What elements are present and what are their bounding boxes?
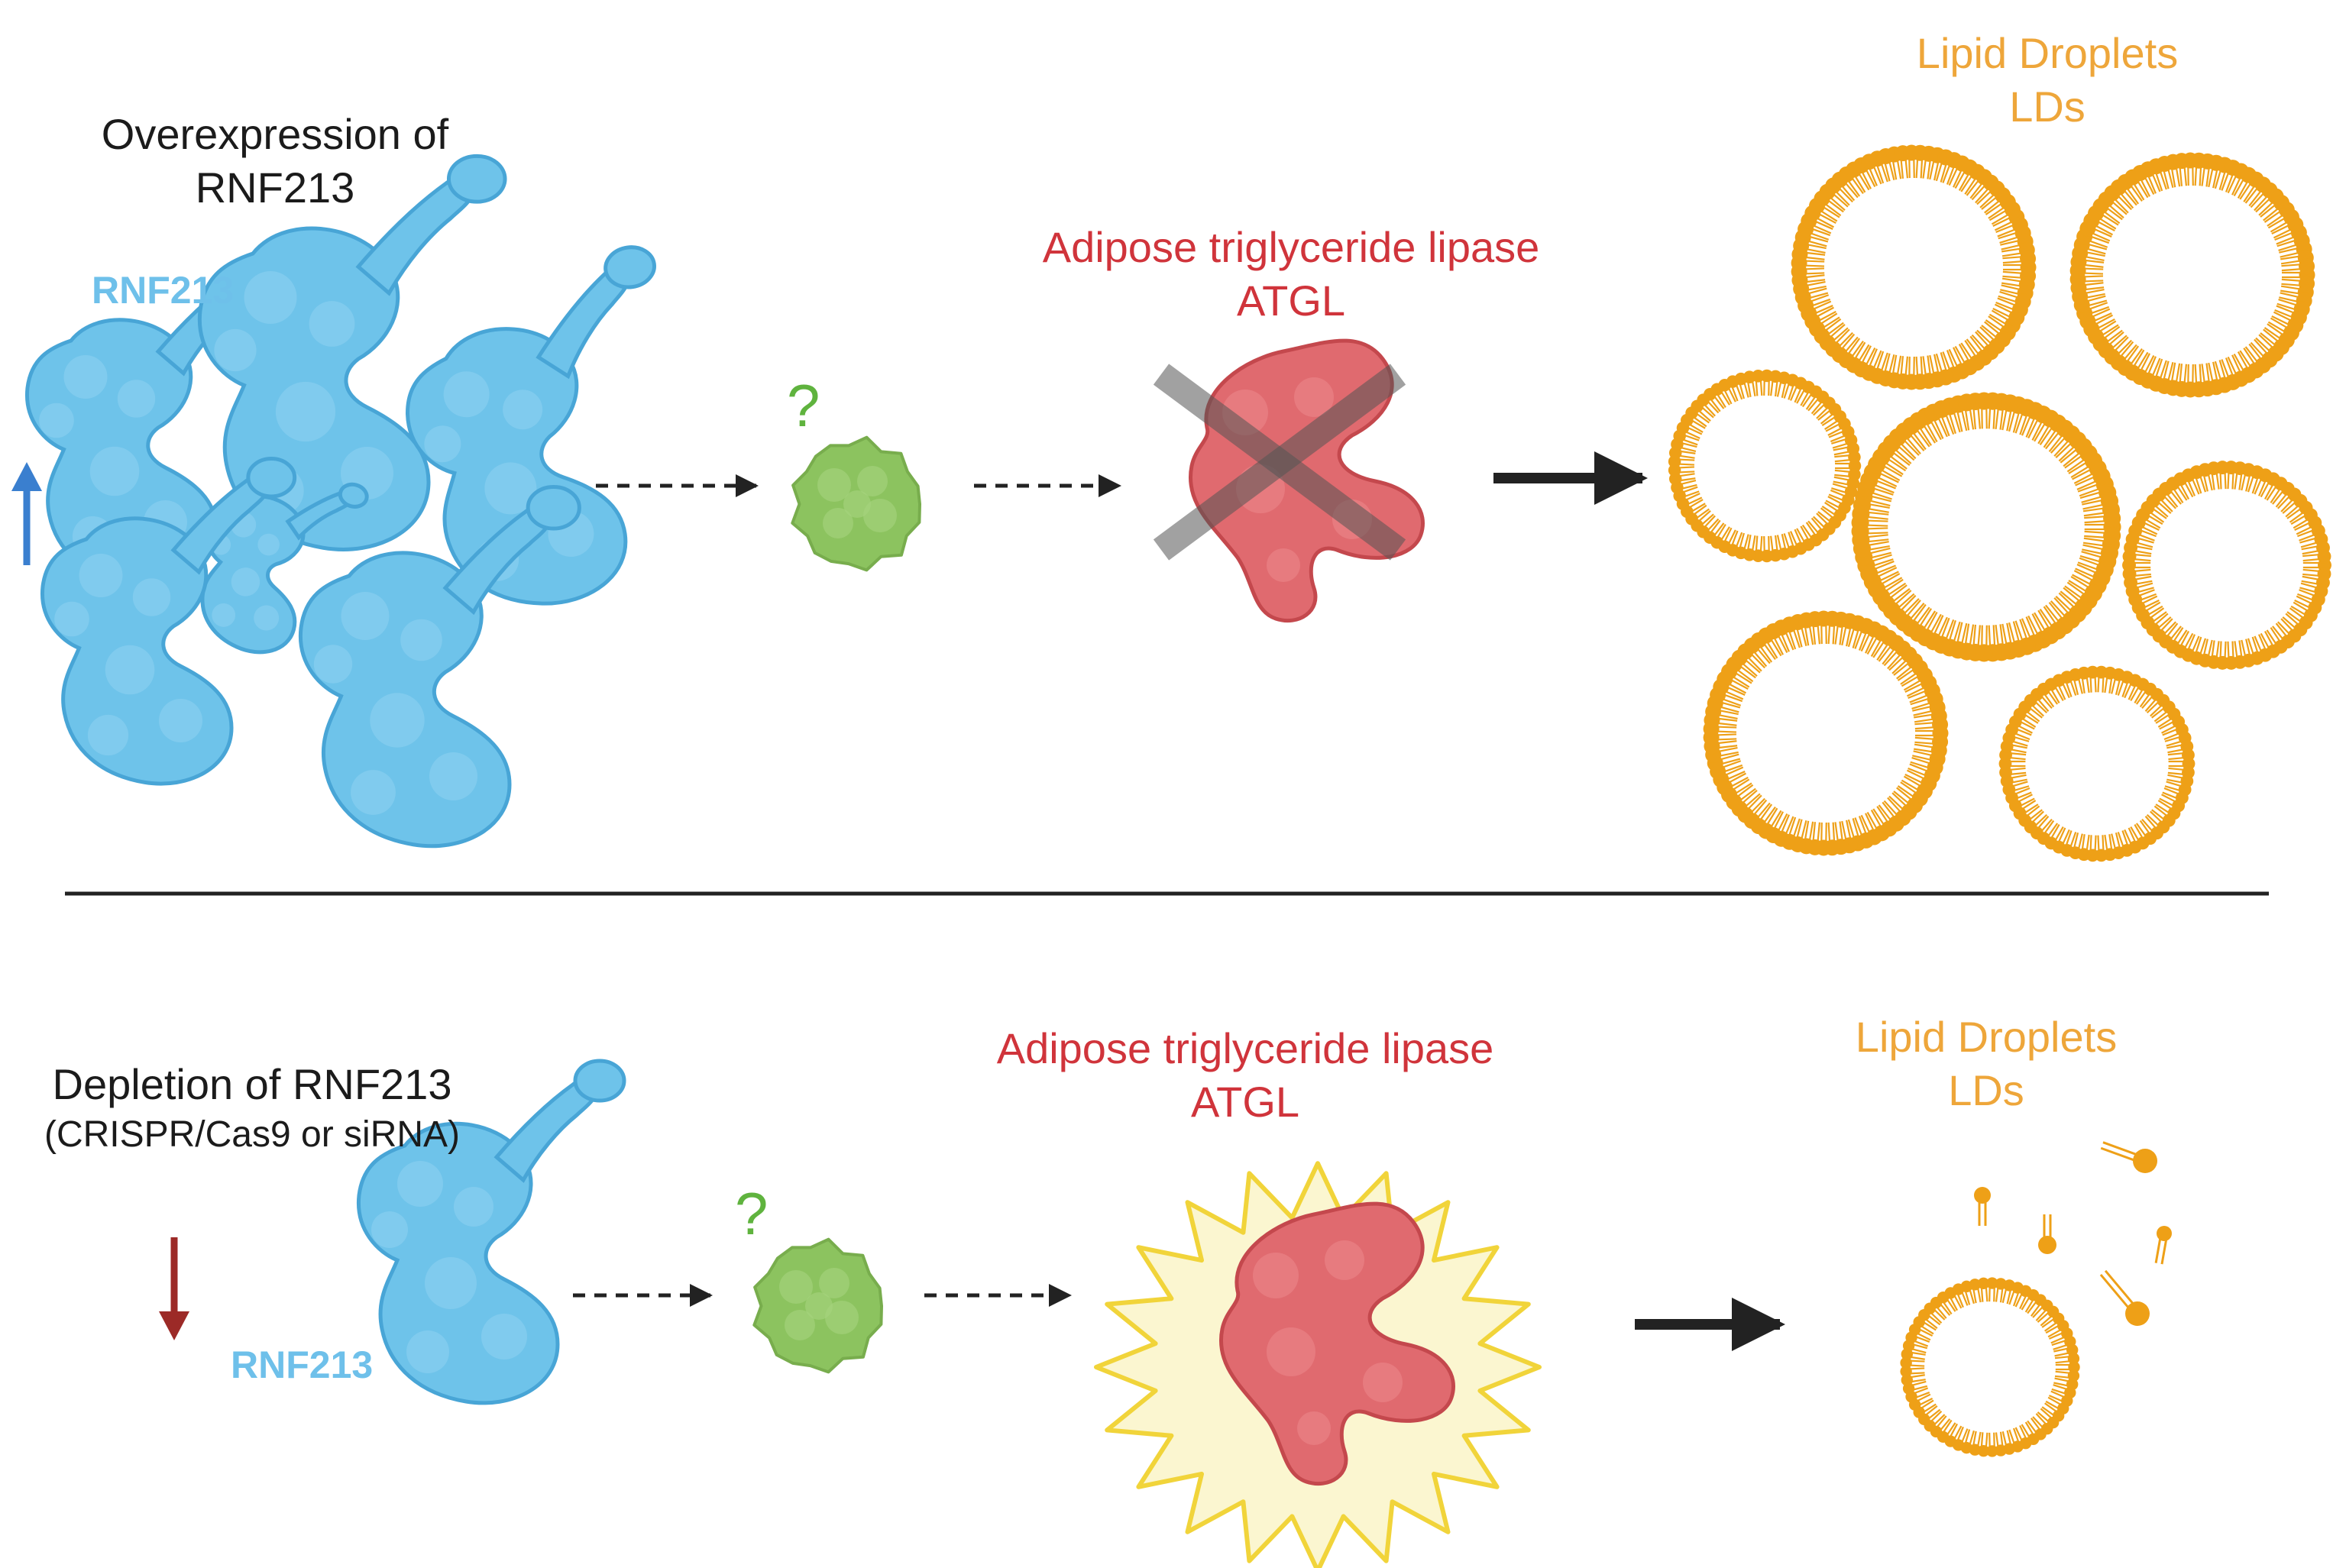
up-arrow-icon [11, 462, 42, 565]
bottom-ld-title: Lipid Droplets LDs [1772, 1016, 2200, 1112]
top-condition-title: Overexpression of RNF213 [46, 113, 504, 209]
bottom-atgl-line1: Adipose triglyceride lipase [996, 1024, 1494, 1072]
rnf213-protein-icon [300, 487, 579, 845]
lipid-droplet-icon [1791, 144, 2037, 390]
lipid-droplet-cluster [1668, 144, 2331, 862]
rnf213-protein-icon [358, 1061, 624, 1403]
unknown-protein-icon [791, 435, 921, 572]
lipid-droplet-icon [1668, 369, 1862, 563]
rnf213-protein-icon [42, 459, 294, 784]
unknown-protein-icon [752, 1237, 883, 1374]
bottom-condition-line1: Depletion of RNF213 [52, 1060, 452, 1108]
bottom-question-mark: ? [735, 1180, 769, 1247]
lipid-droplet-icon [2122, 461, 2331, 670]
inhibition-cross-icon [1153, 364, 1406, 561]
rnf213-protein-icon [180, 451, 369, 670]
top-condition-line1: Overexpression of [101, 110, 449, 158]
bottom-ld-line2: LDs [1948, 1066, 2024, 1114]
lipid-droplet-icon [1998, 665, 2196, 862]
top-atgl-title: Adipose triglyceride lipase ATGL [985, 226, 1597, 322]
top-question-mark: ? [787, 372, 820, 439]
top-atgl-line2: ATGL [1236, 276, 1346, 325]
free-lipid-molecules [1974, 1141, 2172, 1326]
top-ld-line1: Lipid Droplets [1916, 29, 2179, 77]
bottom-rnf213-label: RNF213 [231, 1343, 374, 1386]
bottom-atgl-line2: ATGL [1190, 1078, 1300, 1126]
top-rnf213-label: RNF213 [92, 269, 235, 312]
rnf213-protein-cluster [27, 156, 699, 845]
lipid-droplet-icon [1900, 1277, 2080, 1457]
lipid-droplet-icon [1851, 392, 2121, 662]
bottom-condition-title: Depletion of RNF213 (CRISPR/Cas9 or siRN… [15, 1063, 489, 1153]
top-ld-line2: LDs [2009, 82, 2086, 131]
bottom-ld-line1: Lipid Droplets [1855, 1013, 2118, 1061]
lipid-droplet-icon [1703, 610, 1949, 856]
bottom-condition-line2: (CRISPR/Cas9 or siRNA) [44, 1114, 461, 1155]
bottom-atgl-title: Adipose triglyceride lipase ATGL [940, 1027, 1551, 1123]
top-atgl-line1: Adipose triglyceride lipase [1042, 223, 1540, 271]
lipid-droplet-icon [1900, 1277, 2080, 1457]
atgl-protein-icon [1219, 1201, 1455, 1486]
rnf213-protein-icon [358, 1061, 624, 1403]
top-ld-title: Lipid Droplets LDs [1818, 32, 2276, 128]
down-arrow-icon [159, 1237, 189, 1340]
lipid-droplet-icon [2069, 152, 2315, 398]
top-condition-line2: RNF213 [195, 163, 355, 212]
